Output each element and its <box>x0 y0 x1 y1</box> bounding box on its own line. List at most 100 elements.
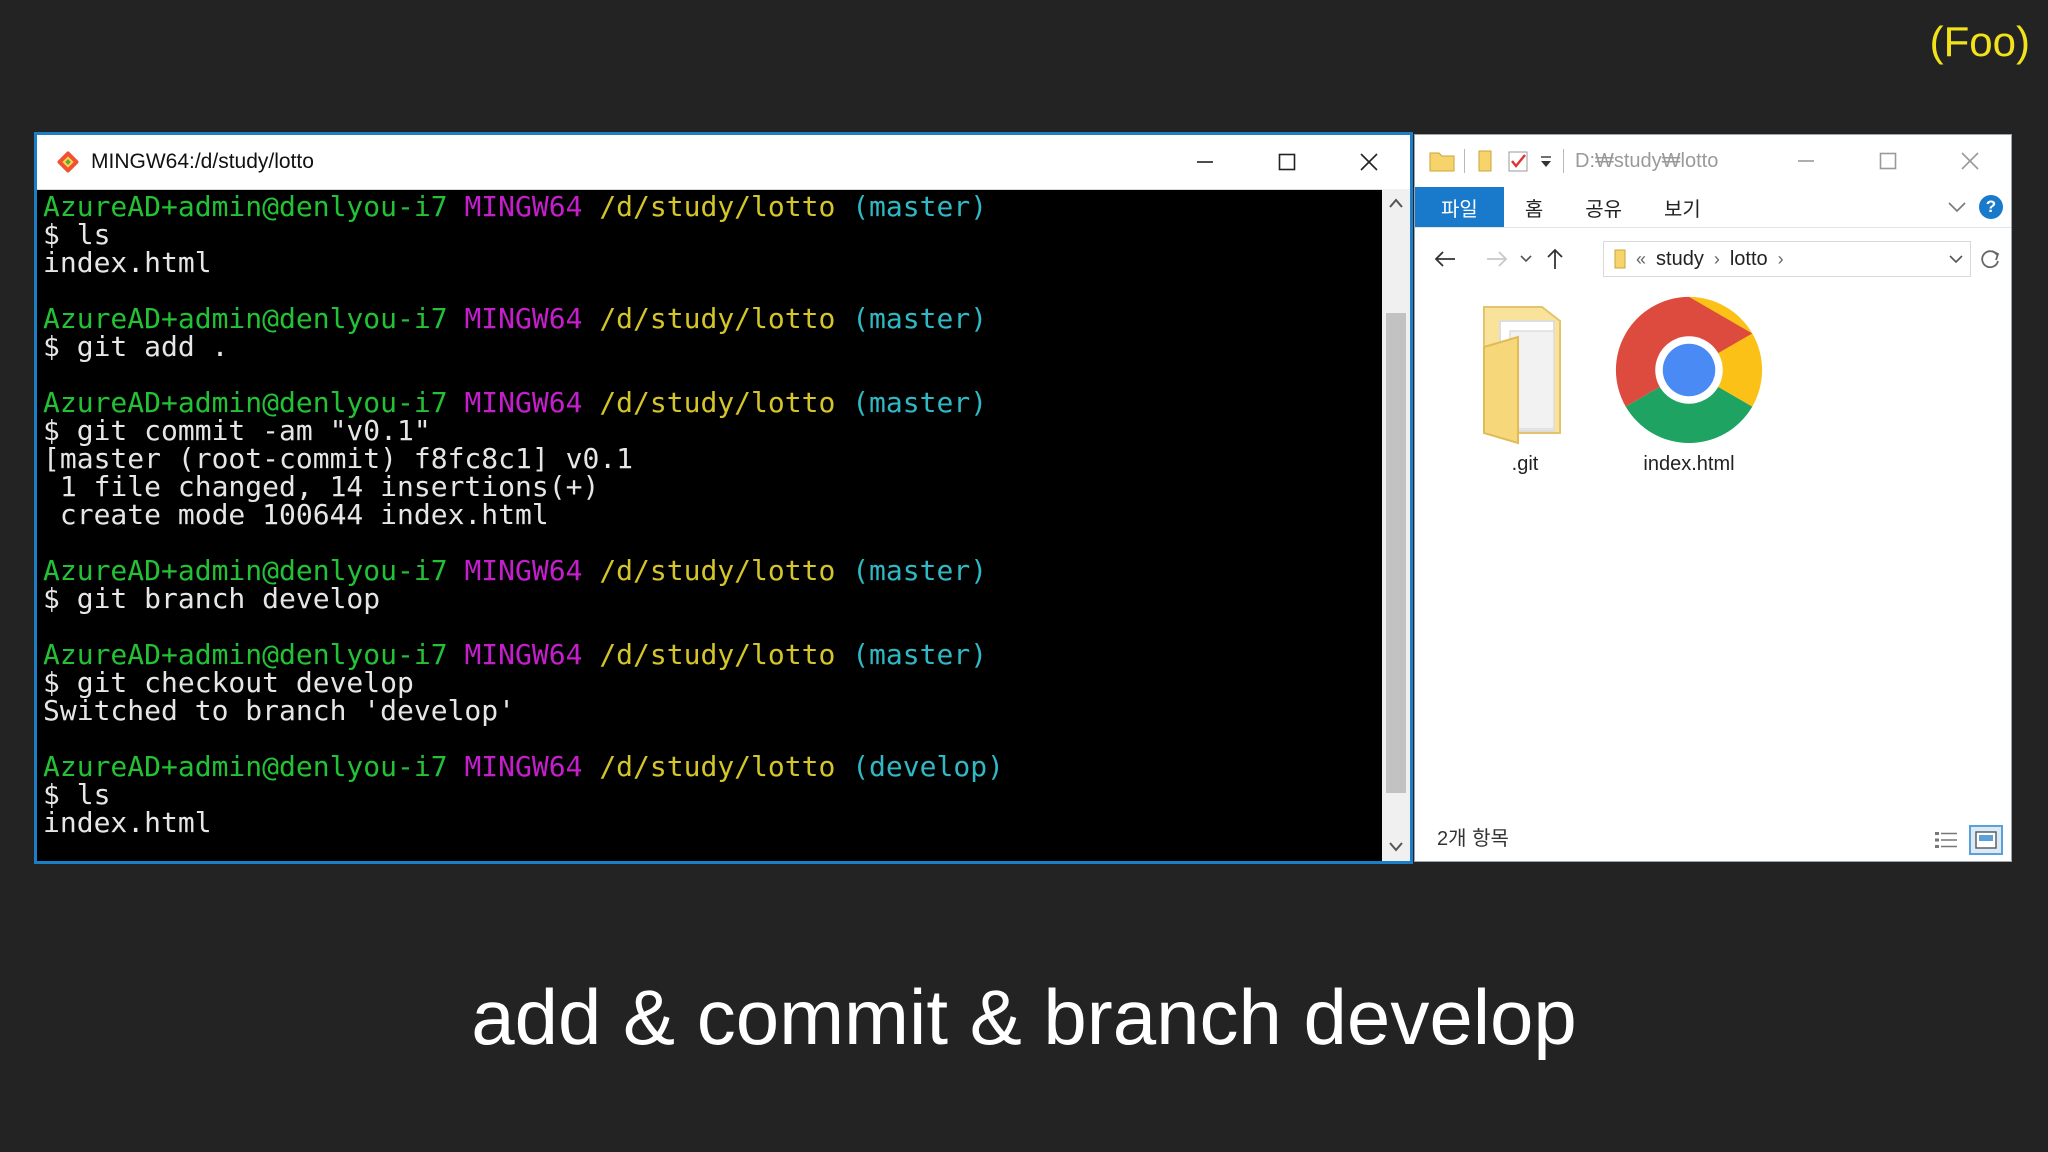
terminal-output[interactable]: AzureAD+admin@denlyou-i7 MINGW64 /d/stud… <box>37 189 1382 861</box>
explorer-minimize-button[interactable] <box>1765 135 1847 187</box>
terminal-prompt-line: AzureAD+admin@denlyou-i7 MINGW64 /d/stud… <box>43 753 1382 781</box>
tab-home[interactable]: 홈 <box>1524 198 1544 221</box>
brand-label: (Foo) <box>1929 18 2030 65</box>
tab-file[interactable]: 파일 <box>1415 187 1504 227</box>
back-button[interactable] <box>1427 241 1463 277</box>
prompt-msys: MINGW64 <box>464 750 583 783</box>
prompt-branch: (master) <box>852 554 988 587</box>
file-name: .git <box>1511 453 1539 475</box>
prompt-user: AzureAD+admin@denlyou-i7 <box>43 638 448 671</box>
prompt-path: /d/study/lotto <box>599 750 836 783</box>
toolbar-separator <box>1563 149 1564 173</box>
video-caption: add & commit & branch develop <box>471 973 1577 1061</box>
terminal-prompt-line: AzureAD+admin@denlyou-i7 MINGW64 /d/stud… <box>43 305 1382 333</box>
prompt-msys: MINGW64 <box>464 554 583 587</box>
chevron-down-icon <box>1389 842 1403 852</box>
chevron-up-icon <box>1389 198 1403 208</box>
terminal-titlebar[interactable]: MINGW64:/d/study/lotto <box>37 135 1410 190</box>
help-button[interactable]: ? <box>1979 195 2003 219</box>
minimize-button[interactable] <box>1164 135 1246 189</box>
explorer-close-button[interactable] <box>1929 135 2011 187</box>
prompt-path: /d/study/lotto <box>599 190 836 223</box>
details-view-icon <box>1935 832 1957 848</box>
terminal-output-line: $ git checkout develop <box>43 666 414 699</box>
prompt-branch: (master) <box>852 190 988 223</box>
breadcrumb-lotto[interactable]: lotto <box>1729 247 1768 270</box>
minimize-icon <box>1197 161 1213 163</box>
file-item-git[interactable]: .git <box>1445 295 1605 476</box>
close-icon <box>1961 152 1979 170</box>
file-item-index-html[interactable]: index.html <box>1609 295 1769 476</box>
terminal-window[interactable]: MINGW64:/d/study/lotto AzureAD+admin@den… <box>34 132 1413 864</box>
terminal-blank-line <box>43 613 1382 641</box>
expand-ribbon-icon[interactable] <box>1947 200 1967 214</box>
prompt-msys: MINGW64 <box>464 190 583 223</box>
prompt-user: AzureAD+admin@denlyou-i7 <box>43 554 448 587</box>
scroll-thumb[interactable] <box>1386 313 1406 793</box>
prompt-path: /d/study/lotto <box>599 302 836 335</box>
terminal-blank-line <box>43 725 1382 753</box>
scroll-down-button[interactable] <box>1382 833 1410 861</box>
explorer-title: D:₩study₩lotto <box>1575 149 1719 172</box>
terminal-output-line: Switched to branch 'develop' <box>43 694 516 727</box>
refresh-icon[interactable] <box>1977 246 2003 272</box>
forward-button[interactable] <box>1479 241 1515 277</box>
prompt-msys: MINGW64 <box>464 638 583 671</box>
address-overflow[interactable]: « <box>1636 248 1647 269</box>
maximize-button[interactable] <box>1246 135 1328 189</box>
prompt-path: /d/study/lotto <box>599 554 836 587</box>
breadcrumb-separator-icon: › <box>1713 248 1720 269</box>
status-bar-count: 2개 항목 <box>1437 828 1509 850</box>
terminal-scrollbar[interactable] <box>1382 189 1410 861</box>
terminal-blank-line <box>43 529 1382 557</box>
ribbon-tabs: 파일 홈 공유 보기 ? <box>1415 187 2011 228</box>
up-button[interactable] <box>1537 241 1573 277</box>
tab-share[interactable]: 공유 <box>1585 198 1623 221</box>
terminal-title: MINGW64:/d/study/lotto <box>91 150 314 173</box>
terminal-output-line: $ ls <box>43 778 111 811</box>
terminal-output-line: $ ls <box>43 218 111 251</box>
minimize-icon <box>1798 160 1814 162</box>
recent-locations-button[interactable] <box>1515 241 1537 277</box>
address-dropdown-icon[interactable] <box>1948 253 1964 265</box>
folder-small-icon <box>1614 249 1626 269</box>
large-icons-view-button[interactable] <box>1969 825 2003 855</box>
terminal-blank-line <box>43 277 1382 305</box>
file-explorer-window[interactable]: D:₩study₩lotto 파일 홈 공유 보기 ? <box>1414 134 2012 862</box>
terminal-prompt-line: AzureAD+admin@denlyou-i7 MINGW64 /d/stud… <box>43 557 1382 585</box>
terminal-prompt-line: AzureAD+admin@denlyou-i7 MINGW64 /d/stud… <box>43 193 1382 221</box>
maximize-icon <box>1278 153 1296 171</box>
prompt-user: AzureAD+admin@denlyou-i7 <box>43 190 448 223</box>
view-switcher <box>1923 825 2003 855</box>
terminal-output-line: [master (root-commit) f8fc8c1] v0.1 <box>43 442 634 475</box>
terminal-output-line: $ git add . <box>43 330 229 363</box>
breadcrumb-separator-icon: › <box>1777 248 1784 269</box>
close-button[interactable] <box>1328 135 1410 189</box>
maximize-icon <box>1879 152 1897 170</box>
address-bar[interactable]: « study › lotto › <box>1603 241 1971 277</box>
breadcrumb-study[interactable]: study <box>1656 247 1704 270</box>
chevron-down-icon <box>1520 255 1532 263</box>
prompt-branch: (master) <box>852 638 988 671</box>
explorer-maximize-button[interactable] <box>1847 135 1929 187</box>
prompt-user: AzureAD+admin@denlyou-i7 <box>43 750 448 783</box>
large-icons-view-icon <box>1975 831 1997 849</box>
tab-view[interactable]: 보기 <box>1664 198 1701 221</box>
prompt-branch: (master) <box>852 302 988 335</box>
prompt-user: AzureAD+admin@denlyou-i7 <box>43 386 448 419</box>
toolbar-dropdown-icon[interactable] <box>1538 149 1554 173</box>
arrow-left-icon <box>1434 251 1455 267</box>
properties-icon[interactable] <box>1506 149 1532 173</box>
explorer-titlebar[interactable]: D:₩study₩lotto <box>1415 135 2011 187</box>
terminal-output-line: create mode 100644 index.html <box>43 498 549 531</box>
prompt-user: AzureAD+admin@denlyou-i7 <box>43 302 448 335</box>
terminal-output-line: $ git commit -am "v0.1" <box>43 414 431 447</box>
folder-icon <box>1483 306 1561 445</box>
prompt-path: /d/study/lotto <box>599 386 836 419</box>
folder-small-icon[interactable] <box>1429 149 1455 173</box>
new-folder-icon[interactable] <box>1474 149 1496 173</box>
prompt-path: /d/study/lotto <box>599 638 836 671</box>
prompt-msys: MINGW64 <box>464 302 583 335</box>
details-view-button[interactable] <box>1929 825 1963 855</box>
scroll-up-button[interactable] <box>1382 189 1410 217</box>
